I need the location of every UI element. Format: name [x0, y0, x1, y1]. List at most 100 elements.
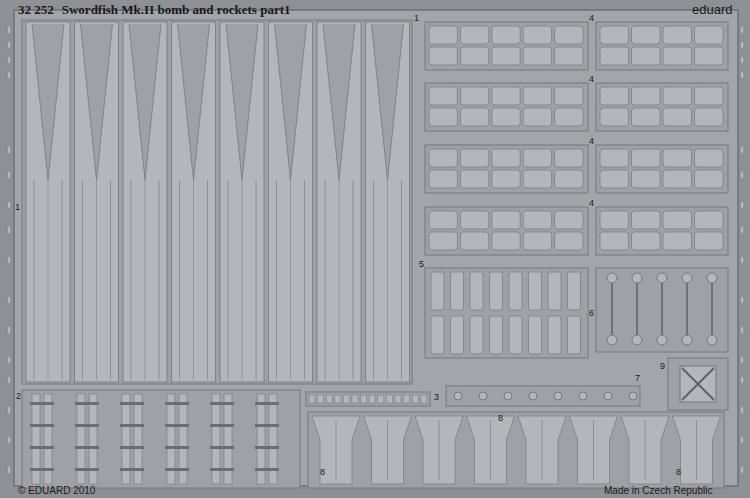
fin-strip [366, 22, 410, 382]
clamp-band [600, 211, 629, 229]
part-4-strip [425, 22, 588, 70]
rod-head [657, 335, 667, 345]
tie [165, 402, 189, 405]
clamp-band [523, 47, 551, 65]
rod [636, 282, 638, 336]
small-tooth [352, 395, 358, 403]
clamp-band [600, 149, 629, 167]
fin-taper [275, 24, 307, 180]
small-bracket [431, 272, 444, 310]
edge-tab [740, 296, 744, 304]
edge-tab [740, 146, 744, 154]
fold-line [131, 180, 132, 380]
edge-tab [7, 201, 11, 209]
tie [120, 468, 144, 471]
fin-blade [570, 416, 618, 484]
fold-line [645, 420, 646, 480]
callout-number: 8 [320, 468, 325, 477]
origin-note: Made in Czech Republic [604, 486, 712, 496]
fold-line [159, 180, 160, 380]
clamp-band [632, 149, 661, 167]
clamp-band [460, 87, 488, 105]
edge-tab [7, 71, 11, 79]
fold-line [62, 180, 63, 380]
clamp-band [492, 47, 520, 65]
small-bracket [451, 272, 464, 310]
fold-line [387, 420, 388, 480]
clamp-band [492, 108, 520, 126]
clamp-band [632, 108, 661, 126]
clamp-band [492, 149, 520, 167]
fold-line [34, 180, 35, 380]
rod-head [682, 335, 692, 345]
edge-tab [7, 466, 11, 474]
clamp-band [555, 87, 583, 105]
fin-strip [269, 22, 313, 382]
tie [120, 402, 144, 405]
fold-line [179, 180, 180, 380]
edge-tab [740, 466, 744, 474]
fold-line [110, 180, 111, 380]
copyright-note: © EDUARD 2010 [18, 486, 95, 496]
edge-tab [740, 356, 744, 364]
part-5-strip [425, 268, 588, 358]
clamp-band [429, 108, 457, 126]
washer [504, 392, 512, 400]
edge-tab [7, 376, 11, 384]
callout-number: 9 [660, 362, 665, 371]
clamp-band [663, 47, 692, 65]
rod [686, 282, 688, 336]
fin-blade [621, 416, 669, 484]
small-tooth [318, 395, 324, 403]
edge-tab [740, 171, 744, 179]
tie [210, 402, 234, 405]
small-bracket [568, 272, 581, 310]
fold-line [696, 420, 697, 480]
rod-head [657, 273, 667, 283]
clamp-band [555, 108, 583, 126]
part-1-fins [22, 20, 412, 384]
clamp-band [555, 47, 583, 65]
rod-head [607, 335, 617, 345]
catalog-number: 32 252 [18, 3, 54, 16]
clamp-band [600, 26, 629, 44]
clamp-band [429, 170, 457, 188]
fin-blade [312, 416, 360, 484]
tie [255, 446, 279, 449]
fin-strip [317, 22, 361, 382]
fold-line [193, 180, 194, 380]
part-4-strip [425, 83, 588, 131]
clamp-band [492, 232, 520, 250]
small-bracket [490, 316, 503, 354]
edge-tab [7, 356, 11, 364]
clamp-band [663, 149, 692, 167]
rod-head [707, 273, 717, 283]
fold-line [48, 180, 49, 380]
small-bracket [529, 316, 542, 354]
clamp-band [663, 108, 692, 126]
small-tooth [326, 395, 332, 403]
part-2-strip [22, 390, 300, 488]
rod-head [632, 335, 642, 345]
fold-line [353, 180, 354, 380]
edge-tab [740, 376, 744, 384]
tie [165, 468, 189, 471]
edge-tab [7, 326, 11, 334]
edge-tab [740, 41, 744, 49]
small-tooth [378, 395, 384, 403]
clamp-band [695, 149, 724, 167]
part-8-strip [308, 412, 724, 488]
clamp-band [492, 26, 520, 44]
rod [661, 282, 663, 336]
clamp-band [523, 108, 551, 126]
small-bracket [490, 272, 503, 310]
brand-name: eduard [692, 3, 732, 16]
small-tooth [369, 395, 375, 403]
rod-head [607, 273, 617, 283]
callout-number: 4 [589, 14, 594, 23]
callout-number: 4 [589, 199, 594, 208]
clamp-band [600, 108, 629, 126]
clamp-band [695, 26, 724, 44]
clamp-band [429, 211, 457, 229]
edge-tab [740, 226, 744, 234]
